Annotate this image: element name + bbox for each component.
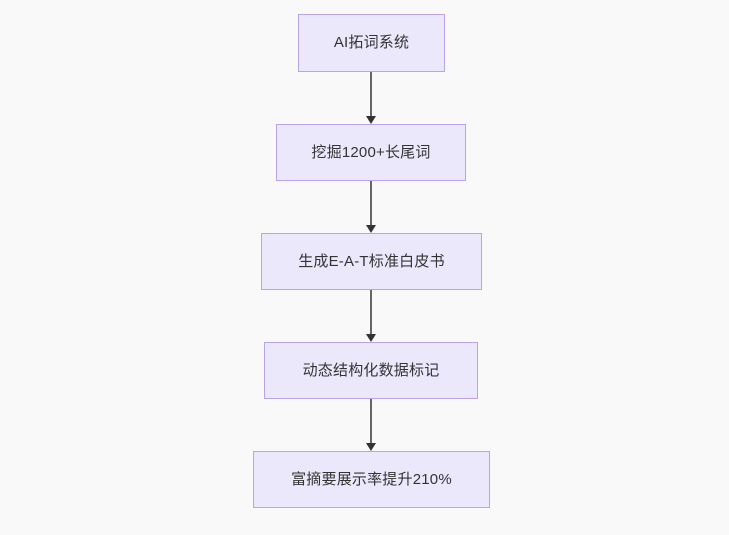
edge-line xyxy=(370,290,372,335)
edge-line xyxy=(370,72,372,117)
flow-node-label: 动态结构化数据标记 xyxy=(302,361,440,379)
flow-node-label: 挖掘1200+长尾词 xyxy=(311,143,431,161)
edge-line xyxy=(370,181,372,226)
arrow-head-icon xyxy=(366,116,376,124)
flow-node-rich-snippet-rate-increase[interactable]: 富摘要展示率提升210% xyxy=(253,451,490,508)
arrow-head-icon xyxy=(366,443,376,451)
flow-node-dynamic-structured-data-markup[interactable]: 动态结构化数据标记 xyxy=(264,342,478,399)
flow-node-label: AI拓词系统 xyxy=(333,34,410,51)
arrow-head-icon xyxy=(366,225,376,233)
flow-node-mine-longtail-keywords[interactable]: 挖掘1200+长尾词 xyxy=(276,124,466,181)
edge-line xyxy=(370,399,372,444)
flow-node-label: 生成E-A-T标准白皮书 xyxy=(298,252,445,270)
arrow-head-icon xyxy=(366,334,376,342)
flow-node-ai-keyword-system[interactable]: AI拓词系统 xyxy=(298,14,445,72)
flow-node-generate-eat-whitepaper[interactable]: 生成E-A-T标准白皮书 xyxy=(261,233,482,290)
flow-node-label: 富摘要展示率提升210% xyxy=(291,470,452,488)
